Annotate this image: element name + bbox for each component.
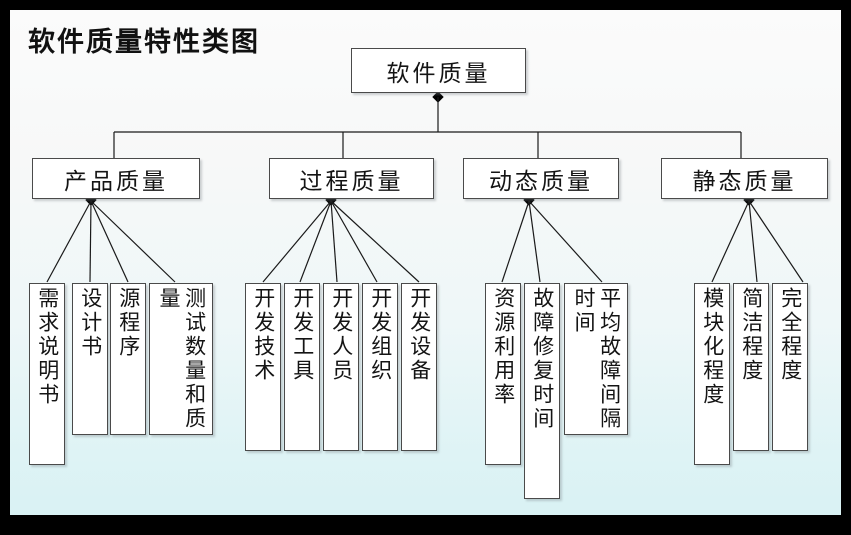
edge-process-child-1 [262, 200, 332, 283]
leaf-development-personnel[interactable]: 开发人员 [323, 283, 359, 451]
leaf-design-document[interactable]: 设计书 [72, 283, 108, 435]
edge-product-child-4 [90, 200, 176, 283]
edge-process-child-3 [330, 200, 338, 283]
node-label: 完全程度 [778, 287, 803, 383]
leaf-development-technology[interactable]: 开发技术 [245, 283, 281, 451]
edge-static-child-1 [711, 200, 750, 283]
edge-process-child-4 [330, 200, 378, 283]
node-label: 平均故障间隔时间 [572, 287, 622, 431]
node-label: 过程质量 [299, 168, 404, 195]
leaf-test-quantity-and-quality[interactable]: 测试数量和质量 [149, 283, 213, 435]
leaf-mean-time-between-failures[interactable]: 平均故障间隔时间 [564, 283, 628, 435]
edge-process-child-5 [330, 200, 420, 283]
edge-dynamic-child-3 [528, 200, 603, 283]
node-label: 开发工具 [290, 287, 315, 383]
node-label: 开发人员 [329, 287, 354, 383]
node-label: 产品质量 [64, 168, 168, 195]
leaf-development-organization[interactable]: 开发组织 [362, 283, 398, 451]
page-title: 软件质量特性类图 [28, 27, 260, 58]
node-label: 资源利用率 [491, 287, 516, 407]
node-label: 测试数量和质量 [157, 287, 207, 431]
node-product-quality[interactable]: 产品质量 [32, 158, 200, 199]
node-label: 开发技术 [251, 287, 276, 383]
leaf-source-code[interactable]: 源程序 [110, 283, 146, 435]
leaf-modularity-degree[interactable]: 模块化程度 [694, 283, 730, 465]
leaf-conciseness-degree[interactable]: 简洁程度 [733, 283, 769, 451]
leaf-completeness-degree[interactable]: 完全程度 [772, 283, 808, 451]
edge-static-child-2 [748, 200, 758, 283]
node-dynamic-quality[interactable]: 动态质量 [463, 158, 619, 199]
node-label: 动态质量 [489, 168, 593, 195]
leaf-resource-utilization[interactable]: 资源利用率 [485, 283, 521, 465]
leaf-fault-repair-time[interactable]: 故障修复时间 [524, 283, 560, 499]
composition-diamond-root [432, 91, 444, 103]
leaf-development-tools[interactable]: 开发工具 [284, 283, 320, 451]
slide-surface: 软件质量特性类图 [10, 10, 841, 515]
leaf-requirements-spec[interactable]: 需求说明书 [29, 283, 65, 465]
node-label: 需求说明书 [35, 287, 60, 407]
node-root-software-quality[interactable]: 软件质量 [351, 48, 526, 93]
edge-process-child-2 [299, 200, 332, 283]
edge-product-child-1 [46, 200, 92, 283]
node-label: 简洁程度 [739, 287, 764, 383]
node-label: 静态质量 [692, 168, 797, 195]
node-label: 模块化程度 [700, 287, 725, 407]
edge-product-child-3 [90, 200, 129, 283]
node-label: 开发设备 [407, 287, 432, 383]
node-static-quality[interactable]: 静态质量 [661, 158, 828, 199]
node-process-quality[interactable]: 过程质量 [269, 158, 434, 199]
node-label: 开发组织 [368, 287, 393, 383]
leaf-development-equipment[interactable]: 开发设备 [401, 283, 437, 451]
node-label: 故障修复时间 [530, 287, 555, 431]
edge-dynamic-child-2 [528, 200, 541, 283]
edge-dynamic-child-1 [501, 200, 530, 283]
edge-product-child-2 [89, 200, 92, 283]
node-label: 设计书 [78, 287, 103, 359]
node-label: 软件质量 [386, 60, 491, 87]
node-label: 源程序 [116, 287, 141, 359]
edge-static-child-3 [748, 200, 804, 283]
